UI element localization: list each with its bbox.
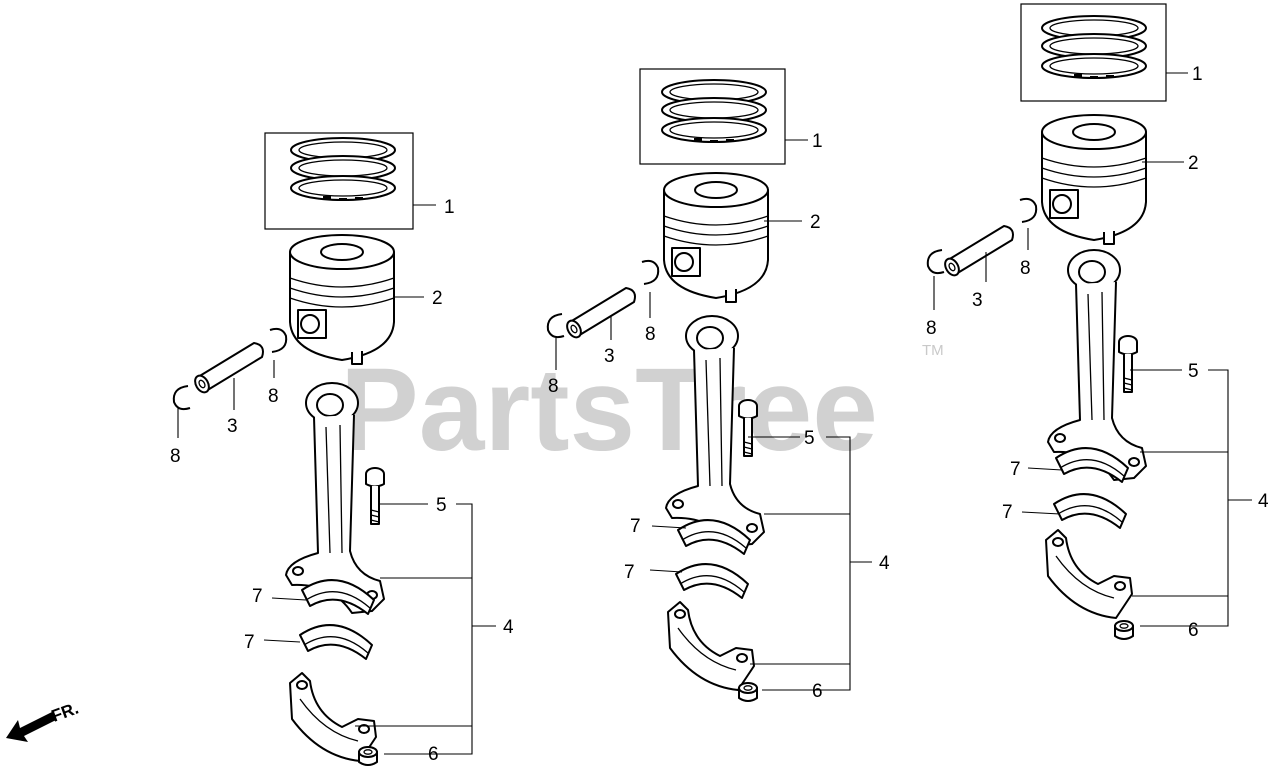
rod-cap — [1045, 529, 1133, 619]
callout-8: 8 — [645, 324, 656, 345]
pin-clip — [641, 259, 660, 285]
assembly-right: 1 2 3 8 8 5 4 7 7 6 — [926, 3, 1269, 641]
ring-set-box — [639, 68, 786, 165]
callout-3: 3 — [604, 346, 615, 367]
rod-bolt — [1118, 335, 1138, 393]
front-direction-label: FR. — [49, 699, 81, 726]
callout-1: 1 — [812, 131, 823, 152]
rod-cap — [667, 601, 755, 691]
callout-4: 4 — [879, 553, 890, 574]
rod-bearing-lower — [675, 563, 749, 599]
pin-clip — [269, 327, 288, 353]
ring-set-box — [264, 132, 414, 230]
callout-6: 6 — [812, 681, 823, 702]
callout-2: 2 — [810, 212, 821, 233]
rod-nut — [358, 746, 378, 766]
pin-clip — [926, 249, 945, 275]
callout-7: 7 — [624, 562, 635, 583]
piston-pin — [941, 225, 1014, 279]
watermark-trademark: TM — [922, 342, 944, 359]
callout-7: 7 — [1002, 502, 1013, 523]
callout-8: 8 — [926, 318, 937, 339]
callout-5: 5 — [436, 495, 447, 516]
callout-2: 2 — [432, 288, 443, 309]
callout-2: 2 — [1188, 153, 1199, 174]
callout-6: 6 — [1188, 620, 1199, 641]
piston — [289, 234, 395, 365]
piston-pin — [563, 287, 636, 341]
callout-4: 4 — [1258, 491, 1269, 512]
watermark-text: PartsTree — [340, 344, 878, 476]
rod-nut — [738, 682, 758, 702]
pin-clip — [1019, 197, 1038, 223]
piston — [1041, 114, 1147, 245]
callout-5: 5 — [1188, 361, 1199, 382]
pin-clip — [546, 313, 565, 339]
callout-7: 7 — [630, 516, 641, 537]
piston-ring-set — [290, 137, 396, 202]
callout-1: 1 — [444, 197, 455, 218]
rod-nut — [1114, 620, 1134, 640]
rod-bolt — [365, 467, 385, 525]
callout-7: 7 — [1010, 459, 1021, 480]
callout-7: 7 — [252, 586, 263, 607]
assembly-left: 1 2 3 8 8 5 4 7 7 6 — [170, 132, 514, 766]
callout-4: 4 — [503, 617, 514, 638]
callout-5: 5 — [804, 428, 815, 449]
callout-1: 1 — [1192, 64, 1203, 85]
callout-6: 6 — [428, 744, 439, 765]
piston — [663, 172, 769, 303]
piston-ring-set — [1041, 15, 1147, 80]
pin-clip — [172, 385, 191, 411]
callout-7: 7 — [244, 632, 255, 653]
ring-set-box — [1020, 3, 1167, 102]
callout-8: 8 — [548, 376, 559, 397]
front-direction-arrow-icon — [6, 712, 56, 742]
callout-8: 8 — [1020, 258, 1031, 279]
callout-8: 8 — [268, 386, 279, 407]
piston-pin — [191, 342, 264, 396]
piston-ring-set — [661, 79, 767, 144]
callout-8: 8 — [170, 446, 181, 467]
rod-bearing-lower — [299, 624, 373, 660]
callout-3: 3 — [227, 416, 238, 437]
assembly-middle: 1 2 3 8 8 5 4 7 7 6 — [546, 68, 890, 702]
rod-bearing-lower — [1053, 493, 1127, 529]
callout-3: 3 — [972, 290, 983, 311]
